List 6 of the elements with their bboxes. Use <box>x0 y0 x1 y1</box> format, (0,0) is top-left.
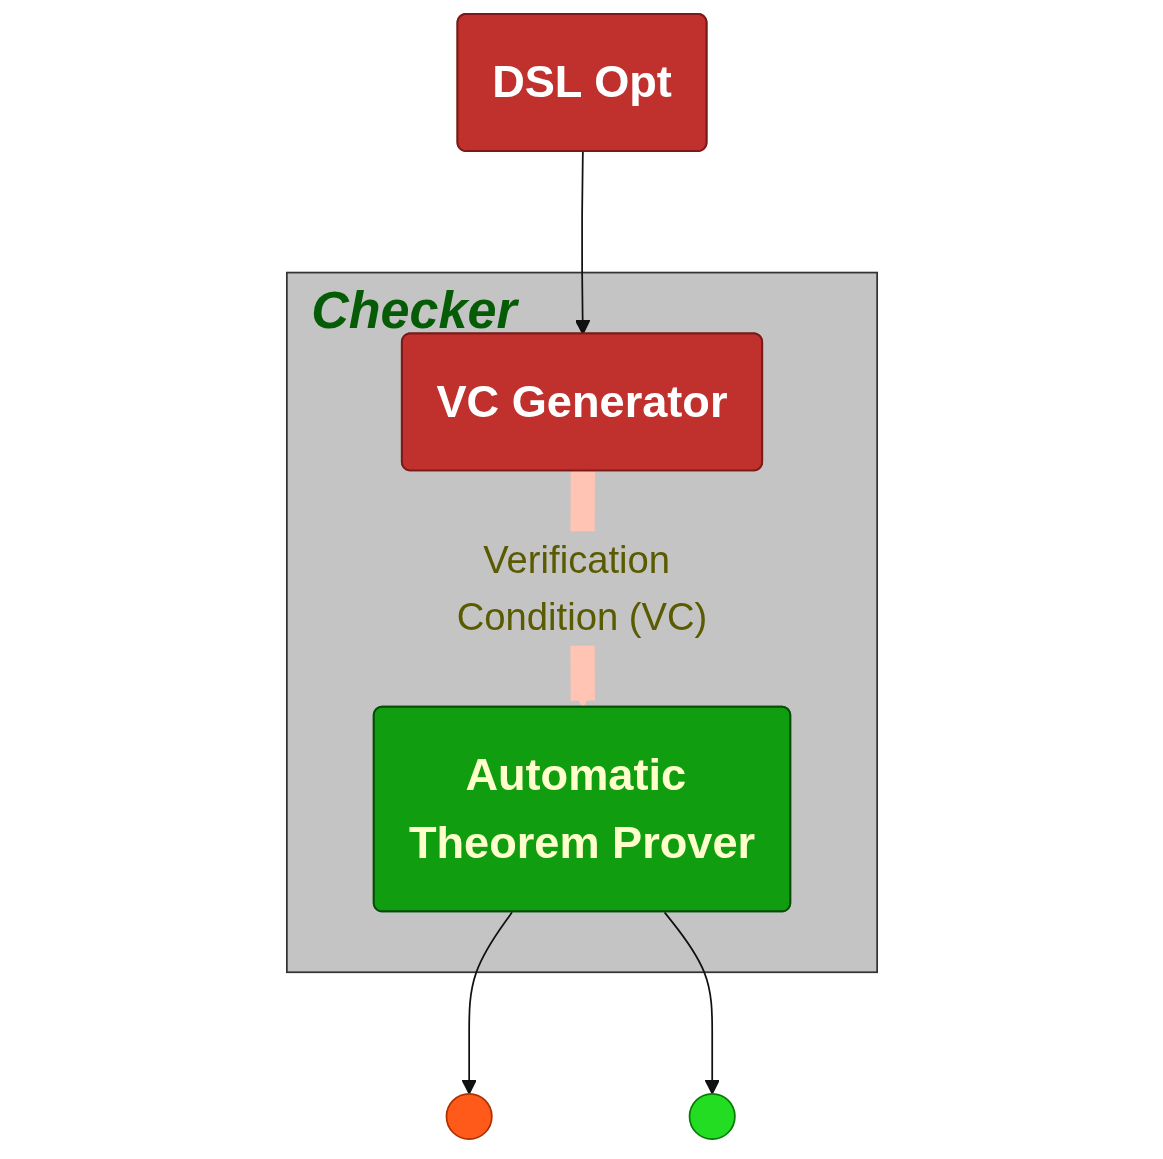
edge-label: Verification Condition (VC) <box>456 538 707 639</box>
node-checkmark <box>688 1092 736 1140</box>
arrow <box>461 911 513 1095</box>
node-cross <box>445 1092 493 1140</box>
arrow <box>574 151 590 335</box>
arrow <box>663 911 720 1095</box>
